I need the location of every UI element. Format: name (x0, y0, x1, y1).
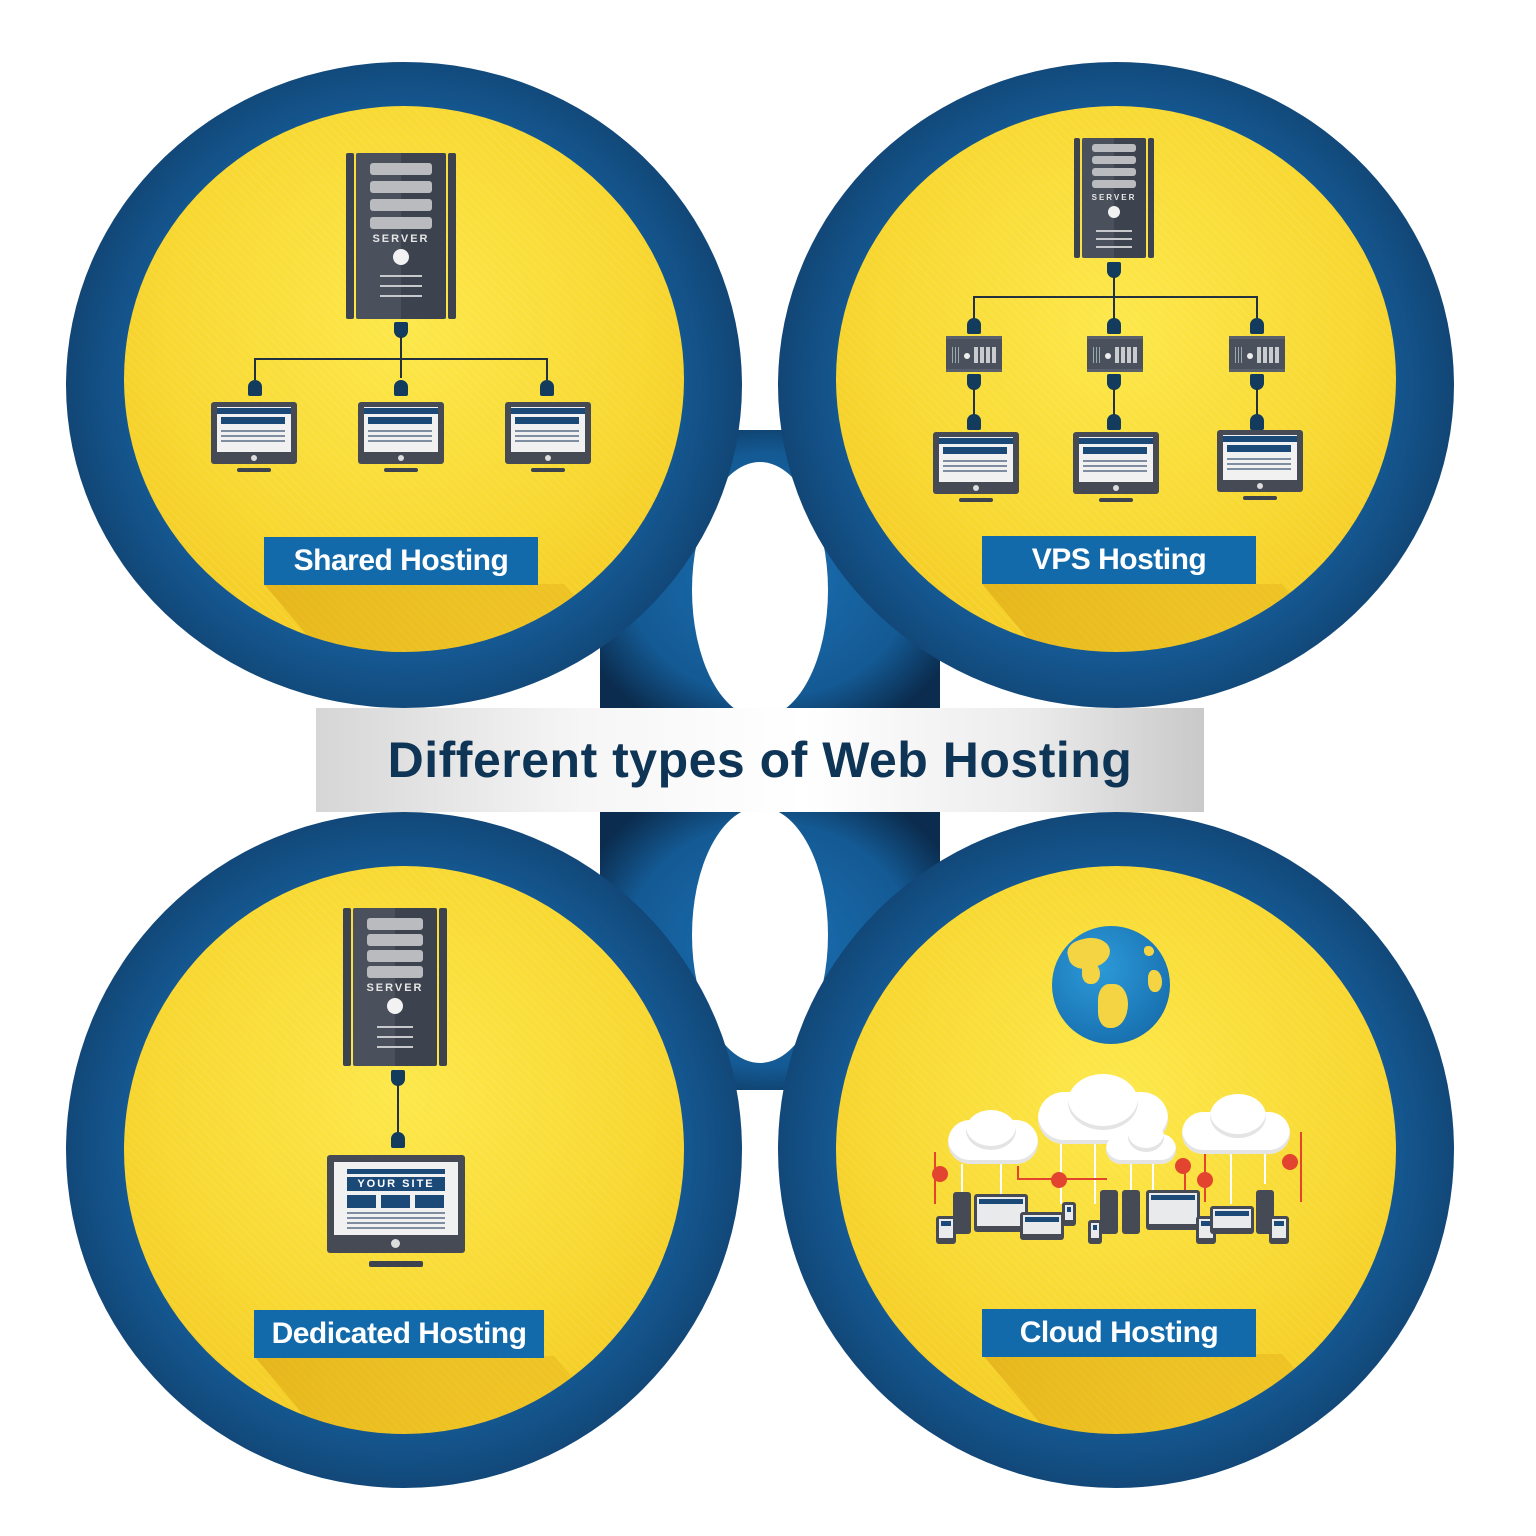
plug-icon (1107, 318, 1121, 334)
plug-icon (1107, 374, 1121, 390)
title-banner: Different types of Web Hosting (316, 708, 1204, 812)
plug-icon (967, 318, 981, 334)
cloud-icon (1210, 1094, 1266, 1138)
laptop-icon (1210, 1206, 1254, 1234)
your-site-banner: YOUR SITE (347, 1177, 445, 1191)
plug-icon (1107, 414, 1121, 430)
plug-icon (1250, 374, 1264, 390)
plug-icon (967, 374, 981, 390)
plug-icon (540, 380, 554, 396)
lock-icon (1051, 1172, 1067, 1188)
phone-icon (1088, 1220, 1102, 1244)
monitor-icon (1073, 432, 1159, 508)
monitor-icon (933, 432, 1019, 508)
plug-icon (1107, 262, 1121, 278)
monitor-icon (358, 402, 444, 478)
plug-icon (394, 322, 408, 338)
plug-icon (248, 380, 262, 396)
monitor-icon (1217, 430, 1303, 506)
laptop-icon (1020, 1212, 1064, 1240)
server-icon (1122, 1190, 1140, 1234)
lock-icon (1282, 1154, 1298, 1170)
cloud-icon (1068, 1074, 1138, 1130)
lock-icon (1175, 1158, 1191, 1174)
monitor-icon (211, 402, 297, 478)
tablet-icon (936, 1216, 956, 1244)
server-icon: SERVER (343, 908, 447, 1066)
monitor-icon (1146, 1190, 1200, 1230)
server-icon: SERVER (346, 153, 456, 319)
plug-icon (394, 380, 408, 396)
monitor-icon (505, 402, 591, 478)
vps-hosting-label: VPS Hosting (982, 536, 1256, 584)
server-label: SERVER (366, 982, 424, 994)
page-title: Different types of Web Hosting (387, 732, 1133, 788)
monitor-icon (974, 1194, 1028, 1232)
cloud-hosting-label: Cloud Hosting (982, 1309, 1256, 1357)
dedicated-hosting-label: Dedicated Hosting (254, 1310, 544, 1358)
lock-icon (932, 1166, 948, 1182)
server-icon (953, 1192, 971, 1234)
virtual-server-icon (1229, 336, 1285, 372)
plug-icon (1250, 414, 1264, 430)
plug-icon (1250, 318, 1264, 334)
plug-icon (391, 1070, 405, 1086)
cloud-icon (1128, 1122, 1164, 1152)
server-label: SERVER (372, 233, 430, 245)
lock-icon (1197, 1172, 1213, 1188)
virtual-server-icon (1087, 336, 1143, 372)
server-icon (1100, 1190, 1118, 1234)
shared-hosting-label: Shared Hosting (264, 537, 538, 585)
phone-icon (1062, 1202, 1076, 1226)
tablet-icon (1269, 1216, 1289, 1244)
server-icon: SERVER (1074, 138, 1154, 258)
cloud-icon (966, 1110, 1016, 1150)
virtual-server-icon (946, 336, 1002, 372)
globe-icon (1052, 926, 1170, 1044)
plug-icon (391, 1132, 405, 1148)
server-label: SERVER (1091, 193, 1137, 202)
monitor-icon: YOUR SITE (327, 1155, 465, 1271)
plug-icon (967, 414, 981, 430)
